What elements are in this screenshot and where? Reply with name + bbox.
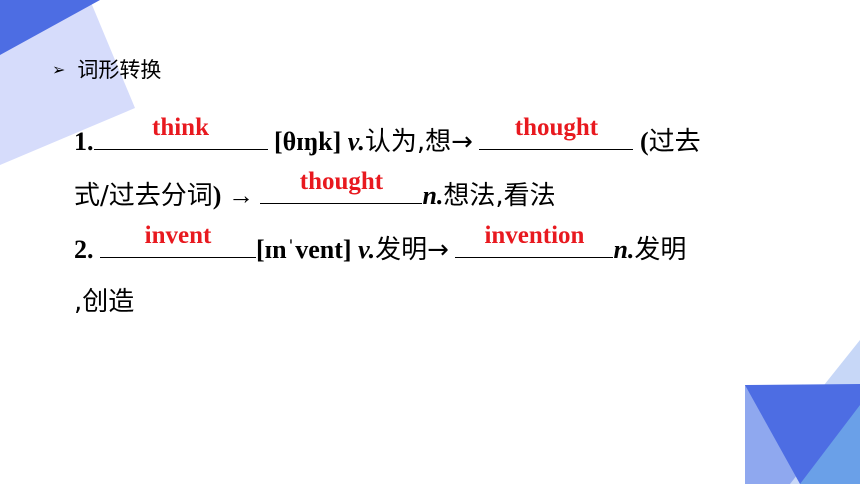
- meaning: 认为,想→: [364, 127, 473, 157]
- note-open-paren: (: [639, 127, 649, 156]
- answer-blank: thought: [479, 114, 634, 150]
- answer-text: invent: [144, 222, 212, 249]
- meaning: 发明: [634, 235, 687, 265]
- item-1-line-2: 式/过去分词) → thought n.想法,看法: [74, 168, 556, 212]
- answer-text: think: [152, 114, 209, 141]
- note-text: 过去: [648, 127, 701, 157]
- phonetic: [θɪŋk]: [274, 127, 342, 156]
- answer-text: thought: [299, 168, 384, 195]
- answer-blank: invent: [100, 222, 256, 258]
- part-of-speech: v.: [358, 235, 376, 264]
- answer-blank: think: [93, 114, 268, 150]
- top-left-light-shape: [0, 0, 135, 165]
- item-number: 2.: [74, 235, 94, 264]
- part-of-speech: v.: [347, 127, 365, 156]
- part-of-speech: n.: [422, 181, 444, 210]
- answer-blank: thought: [260, 168, 423, 204]
- note-close-paren: ): [212, 181, 222, 210]
- answer-blank: invention: [455, 222, 614, 258]
- answer-text: invention: [484, 222, 585, 249]
- phonetic: [ɪnˈvent]: [256, 235, 352, 264]
- top-left-dark-shape: [0, 0, 100, 55]
- meaning: 发明→: [375, 235, 449, 265]
- item-1-line-1: 1. think [θɪŋk] v.认为,想→ thought (过去: [74, 114, 701, 158]
- item-2-line-1: 2. invent [ɪnˈvent] v.发明→ invention n.发明: [74, 222, 687, 266]
- note-text-continued: 式/过去分词: [74, 181, 213, 211]
- answer-text: thought: [514, 114, 599, 141]
- meaning-continued: ,创造: [74, 287, 135, 317]
- arrow-bullet-icon: ➢: [52, 59, 66, 79]
- meaning: 想法,看法: [443, 181, 556, 211]
- item-number: 1.: [74, 127, 94, 156]
- part-of-speech: n.: [613, 235, 635, 264]
- item-2-line-2: ,创造: [74, 281, 134, 318]
- section-title: 词形转换: [77, 58, 162, 82]
- bottom-right-overlay-shape: [800, 405, 860, 484]
- arrow-symbol: →: [227, 181, 254, 210]
- section-heading: ➢ 词形转换: [52, 55, 161, 83]
